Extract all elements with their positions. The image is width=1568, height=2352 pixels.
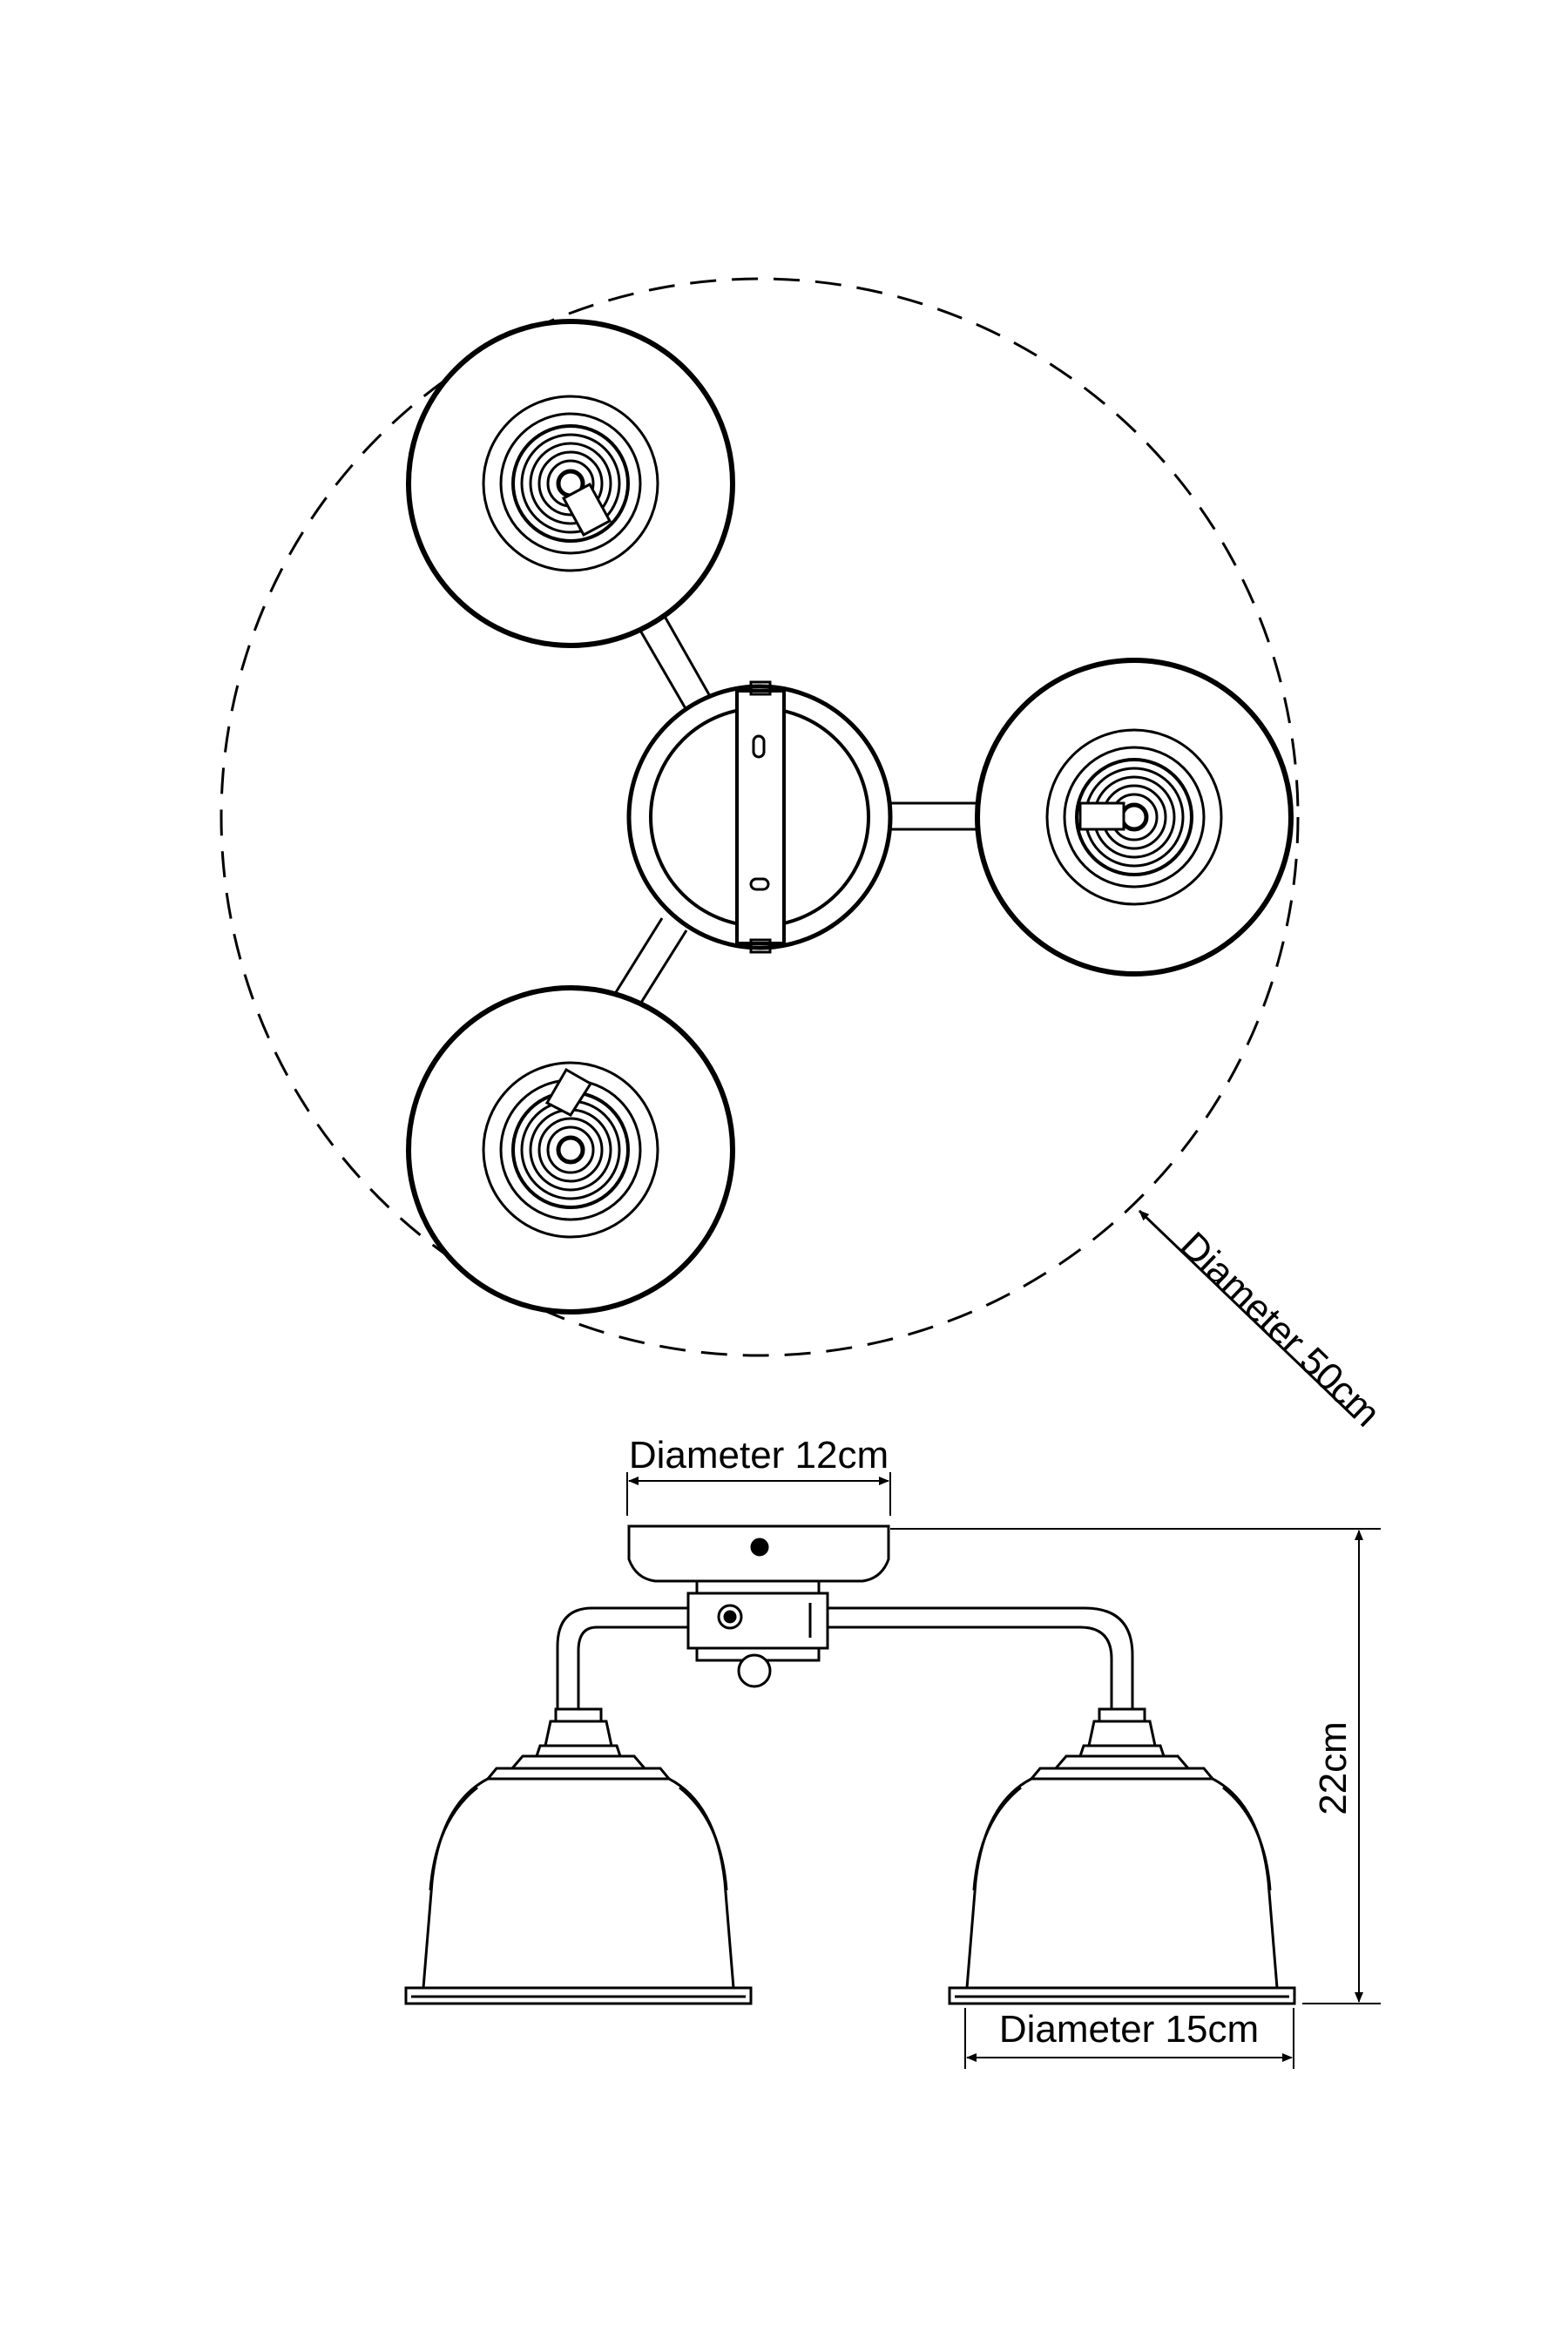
side-view xyxy=(404,1472,1381,2069)
shade-top-right xyxy=(975,658,1294,977)
shade-dimension xyxy=(964,2008,1294,2069)
canopy-diameter-label: Diameter 12cm xyxy=(629,1434,889,1477)
shade-top-upper xyxy=(406,319,735,648)
side-central-body xyxy=(686,1579,829,1688)
shade-diameter-label: Diameter 15cm xyxy=(999,2008,1259,2051)
plan-view xyxy=(220,277,1356,1419)
overall-span-circle xyxy=(220,277,1300,1357)
height-dimension xyxy=(890,1528,1381,2004)
canopy-dimension xyxy=(626,1472,891,1516)
shade-side-left xyxy=(404,1707,753,2005)
arm-tips xyxy=(544,482,1125,1117)
central-hub xyxy=(626,680,893,954)
ceiling-canopy xyxy=(627,1524,890,1583)
height-label: 22cm xyxy=(1312,1721,1355,1815)
overall-diameter-leader xyxy=(1138,1209,1356,1419)
side-arms xyxy=(556,1606,1134,1709)
overall-diameter-label: Diameter 50cm xyxy=(1172,1224,1389,1435)
shade-side-right xyxy=(948,1707,1296,2005)
shade-top-lower xyxy=(406,985,735,1315)
